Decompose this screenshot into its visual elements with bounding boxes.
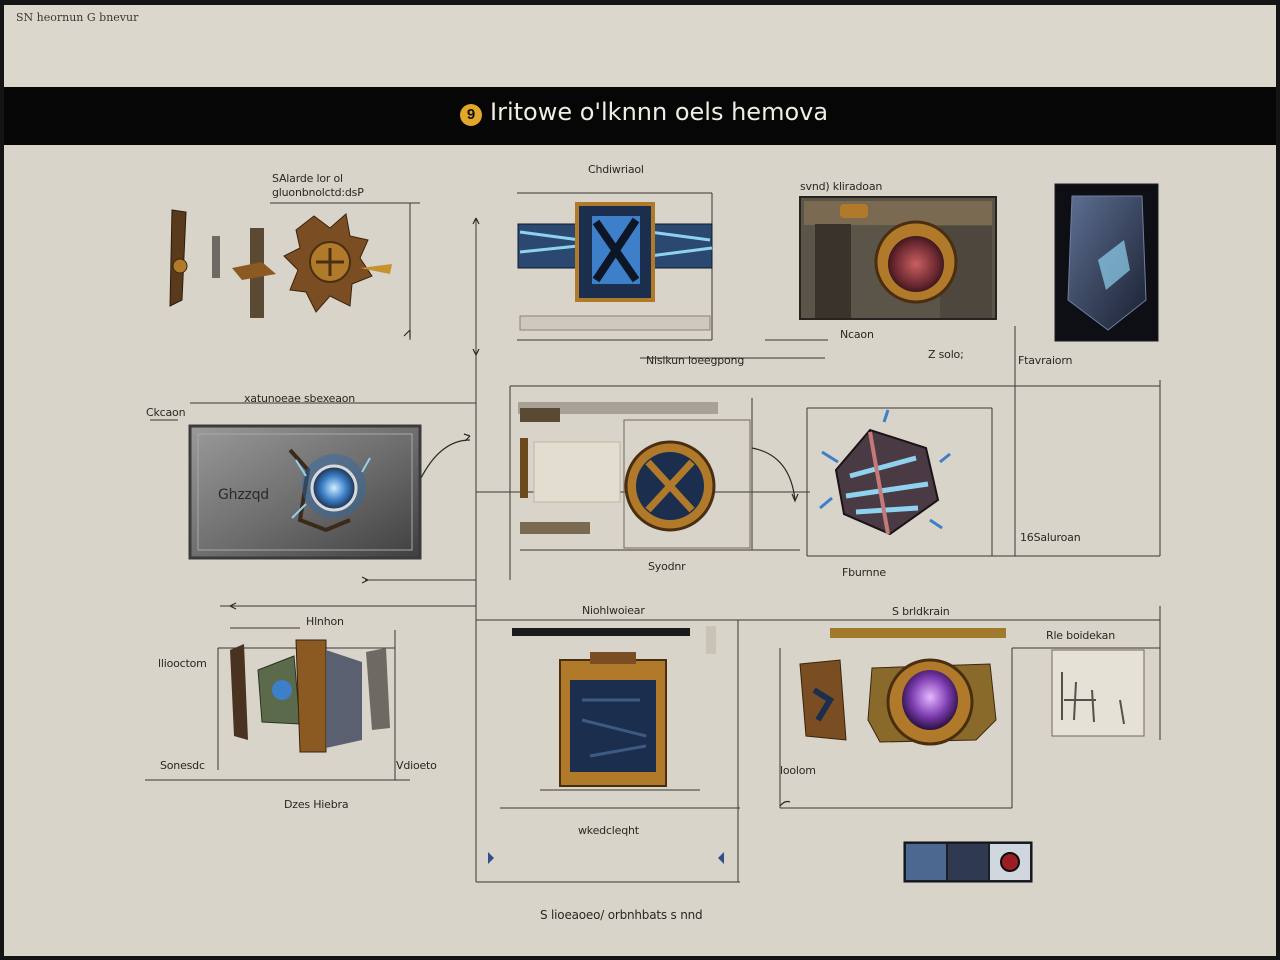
label-mid-left-side: Ckcaon [146,406,186,419]
label-mid-center-foot: Syodnr [648,560,686,573]
ice-crystal-frame-icon [517,202,713,331]
label-low-left-head: Hlnhon [306,615,344,628]
dark-card-icon [1054,183,1159,342]
bronze-portal-icon [799,196,997,320]
gold-compass-icon [518,402,751,549]
corner-label: SN heornun G bnevur [16,11,139,24]
label-top-right: svnd) kliradoan [800,180,883,193]
label-mid-right-side: 16Saluroan [1020,531,1081,544]
label-top-left-2: gluonbnolctd:dsP [272,186,364,199]
footer-caption: S lioeaoeo/ orbnhbats s nnd [540,908,703,922]
label-mid-right-foot: Fburnne [842,566,886,579]
spiked-shield-icon [169,209,392,318]
label-low-right-head: S brldkrain [892,605,950,618]
label-top-left-1: SAlarde lor ol [272,172,343,185]
coin-icon: 9 [460,104,482,126]
marker-icons [488,852,724,864]
banner-frame-icon [512,626,716,787]
label-caption-a: Ncaon [840,328,874,341]
banner-title: Iritowe o'lknnn oels hemova [490,98,829,126]
label-caption-b: Z solo; [928,348,964,361]
armored-mask-icon [230,639,390,753]
guide-lines [145,192,1161,883]
label-low-left-side-1: lliooctom [158,657,207,670]
label-low-left-side-3: Vdioeto [396,759,437,772]
top-bar: SN heornun G bnevur [4,5,1276,86]
label-low-left-side-2: Sonesdc [160,759,205,772]
label-low-right-side: Rle boidekan [1046,629,1115,642]
title-banner [4,87,1276,145]
label-low-center-foot: wkedcleqht [578,824,639,837]
purple-gem-icon [799,628,1006,746]
label-mid-left-card: Ghzzqd [218,487,269,503]
sketch-panel-icon [1051,649,1145,737]
label-top-center: Chdiwriaol [588,163,644,176]
label-low-right-foot: loolom [780,764,816,777]
thumbnail-strip-icon [903,841,1033,883]
label-low-left-foot: Dzes Hiebra [284,798,349,811]
crystal-gem-icon [819,409,951,536]
label-low-center-head: Niohlwoiear [582,604,645,617]
glowing-orb-icon [188,424,422,560]
label-caption-c: Nisikun loeegpong [646,354,745,367]
connector-arrows [229,217,799,807]
label-mid-left-head: xatunoeae sbexeaon [244,392,356,405]
label-caption-d: Ftavraiorn [1018,354,1073,367]
